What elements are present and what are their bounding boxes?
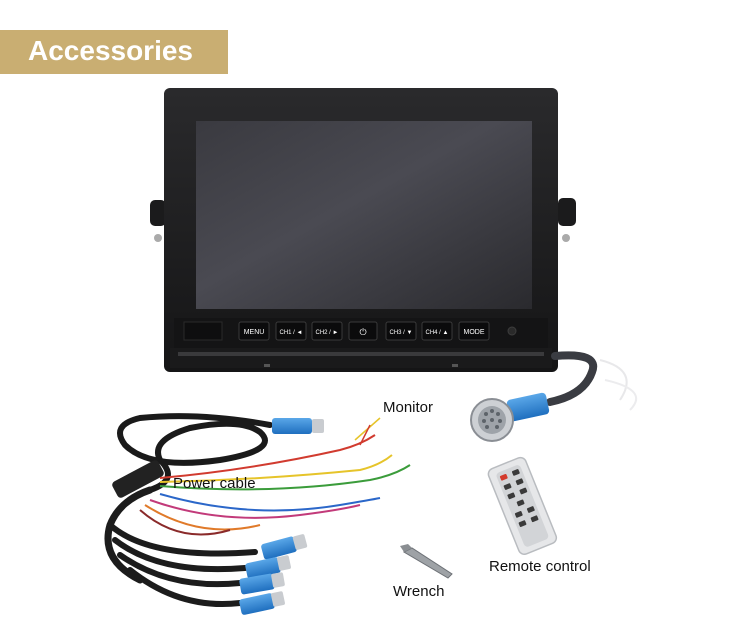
wrench-label: Wrench	[393, 583, 445, 600]
monitor-cable	[470, 351, 637, 442]
ir-window	[183, 321, 223, 341]
monitor-connector-blue	[506, 392, 550, 422]
ch4-button-label: CH4 / ▲	[426, 330, 449, 336]
ch2-button	[311, 321, 343, 341]
harness-top-connector	[272, 418, 312, 434]
button-row: MENU CH1 / ◄ CH2 / ► ⏻ CH3 / ▼ CH4 / ▲ M…	[238, 321, 490, 341]
ch2-button-label: CH2 / ►	[316, 330, 339, 336]
monitor-stand	[170, 348, 552, 368]
monitor-screen	[196, 121, 532, 309]
menu-button-label: MENU	[244, 329, 265, 336]
remote-control	[487, 456, 558, 556]
power-button-label: ⏻	[359, 327, 366, 338]
left-mount-knob	[150, 200, 166, 226]
ch3-button	[385, 321, 417, 341]
menu-button	[238, 321, 270, 341]
harness-junction	[112, 460, 164, 498]
banner-title: Accessories	[28, 35, 194, 66]
mode-button	[458, 321, 490, 341]
power-cable	[104, 413, 411, 615]
mode-button-label: MODE	[464, 329, 485, 336]
power-led	[507, 326, 517, 336]
ch3-button-label: CH3 / ▼	[390, 330, 413, 336]
monitor: MENU CH1 / ◄ CH2 / ► ⏻ CH3 / ▼ CH4 / ▲ M…	[150, 88, 576, 372]
harness-bottom-connectors	[239, 534, 308, 615]
left-mount-screw	[154, 234, 162, 242]
wrench	[400, 544, 453, 579]
accessories-banner: Accessories	[0, 30, 228, 74]
ch1-button	[275, 321, 307, 341]
right-mount-screw	[562, 234, 570, 242]
right-mount-knob	[558, 198, 576, 226]
power-button	[348, 321, 378, 341]
stand-highlight	[178, 352, 544, 356]
power-cable-label: Power cable	[173, 475, 256, 492]
ch1-button-label: CH1 / ◄	[280, 330, 303, 336]
remote-control-label: Remote control	[489, 558, 591, 575]
monitor-label: Monitor	[383, 399, 434, 416]
ch4-button	[421, 321, 453, 341]
